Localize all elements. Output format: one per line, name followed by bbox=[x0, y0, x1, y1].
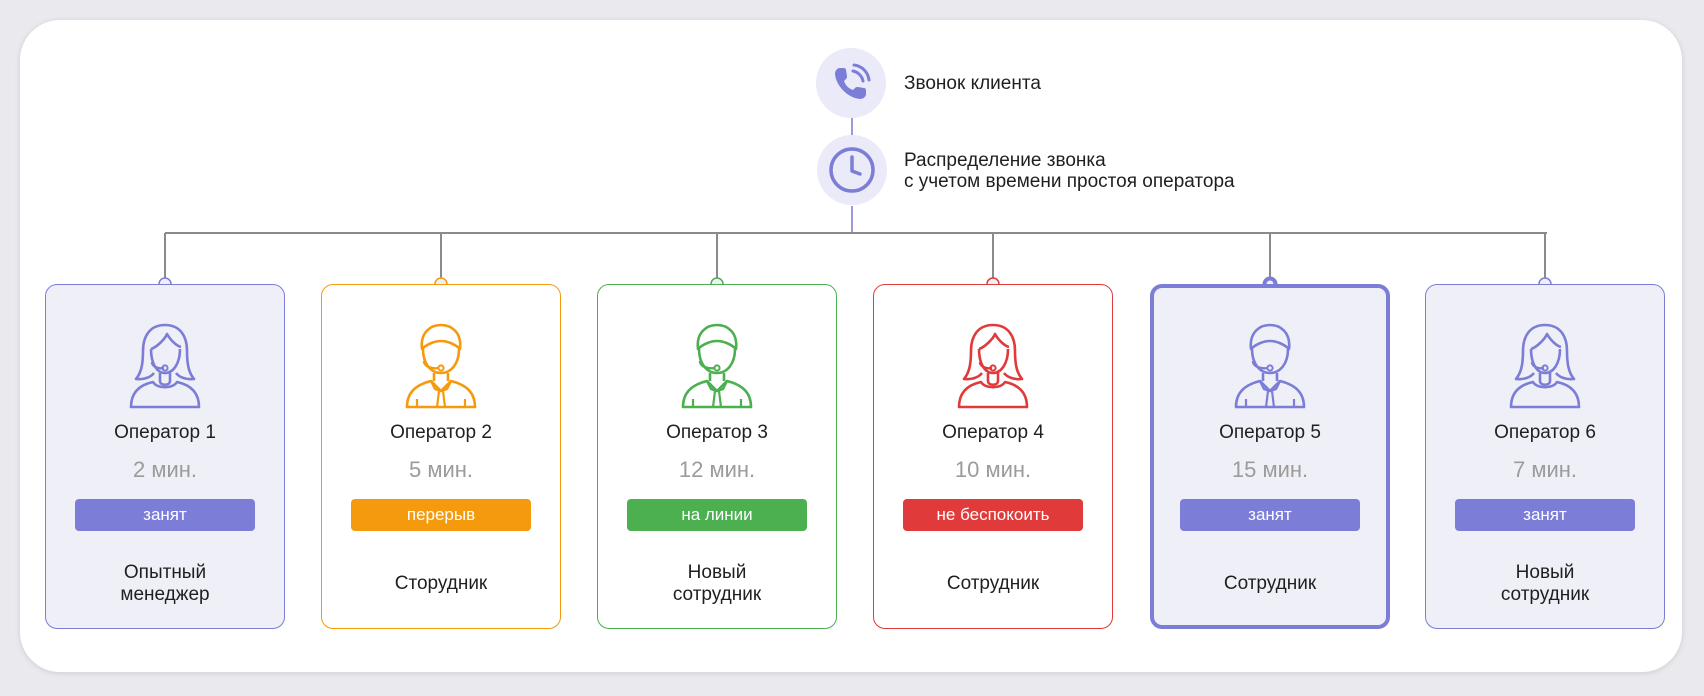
distribution-step-icon-wrap bbox=[817, 135, 887, 205]
operator-idle-time: 2 мин. bbox=[132, 457, 198, 482]
operator-idle-time: 10 мин. bbox=[954, 457, 1032, 482]
operator-role-line-1: Сотрудник bbox=[946, 573, 1040, 594]
male-operator-headset-icon bbox=[677, 319, 757, 409]
phone-ringing-icon bbox=[835, 63, 871, 99]
operator-name: Оператор 1 bbox=[114, 422, 216, 443]
status-badge: не беспокоить bbox=[903, 499, 1083, 531]
status-badge: перерыв bbox=[351, 499, 531, 531]
operator-name: Оператор 3 bbox=[666, 422, 768, 443]
operator-role-line-1: Сотрудник bbox=[1223, 573, 1317, 594]
operator-name: Оператор 2 bbox=[390, 422, 492, 443]
operator-idle-time: 5 мин. bbox=[408, 457, 474, 482]
operator-role-line-1: Сторудник bbox=[394, 573, 488, 594]
female-operator-headset-icon bbox=[1505, 319, 1585, 409]
operator-name: Оператор 6 bbox=[1494, 422, 1596, 443]
operator-role-text: Сотрудник bbox=[947, 573, 1039, 595]
operator-idle-time: 7 мин. bbox=[1512, 457, 1578, 482]
operator-role-line-1: Новый bbox=[687, 562, 747, 583]
operator-role-line-2: сотрудник bbox=[1500, 584, 1590, 605]
operator-role-line-1: Опытный bbox=[123, 562, 207, 583]
operator-role: Сторудник bbox=[322, 559, 560, 609]
operator-idle-time: 12 мин. bbox=[678, 457, 756, 482]
female-operator-headset-icon bbox=[125, 319, 205, 409]
female-operator-headset-icon bbox=[953, 319, 1033, 409]
operator-role: Сотрудник bbox=[874, 559, 1112, 609]
status-badge: занят bbox=[1180, 499, 1360, 531]
clock-icon bbox=[829, 147, 875, 193]
male-operator-headset-icon bbox=[401, 319, 481, 409]
step-call-text: Звонок клиента bbox=[904, 73, 1041, 94]
call-step-icon-wrap bbox=[816, 48, 886, 118]
operator-idle-time: 15 мин. bbox=[1231, 457, 1309, 482]
operator-role: Сотрудник bbox=[1154, 559, 1386, 609]
operator-name: Оператор 4 bbox=[942, 422, 1044, 443]
status-badge: занят bbox=[1455, 499, 1635, 531]
operator-role-line-2: менеджер bbox=[120, 584, 210, 605]
operator-role-line-1: Новый bbox=[1515, 562, 1575, 583]
step-distribution-text: Распределение звонка с учетом времени пр… bbox=[904, 150, 1235, 192]
male-operator-headset-icon bbox=[1230, 319, 1310, 409]
operator-name: Оператор 5 bbox=[1219, 422, 1321, 443]
drop-lines bbox=[158, 233, 1552, 292]
operator-role-text: Сторудник bbox=[395, 573, 488, 595]
status-badge: занят bbox=[75, 499, 255, 531]
operator-role-line-2: сотрудник bbox=[672, 584, 762, 605]
status-badge: на линии bbox=[627, 499, 807, 531]
operator-role-text: Сотрудник bbox=[1224, 573, 1316, 595]
